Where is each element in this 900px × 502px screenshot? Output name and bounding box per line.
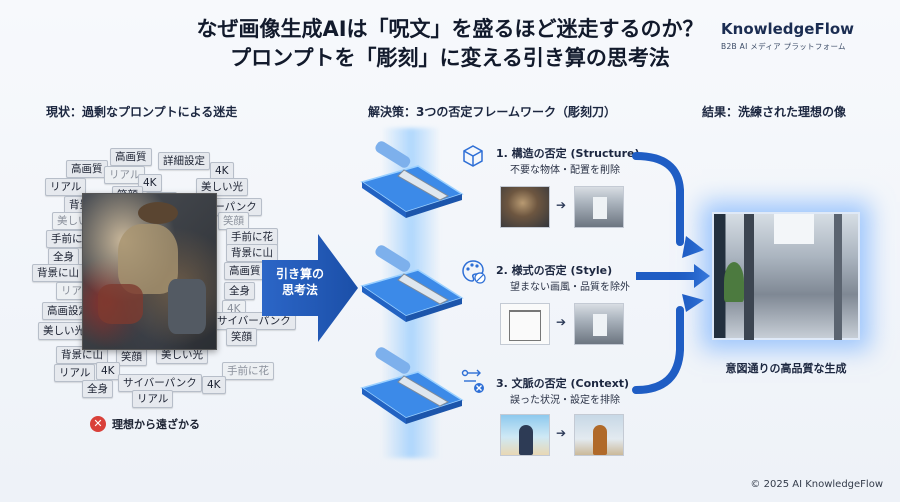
right-column-heading: 結果：洗練された理想の像 [702,105,847,119]
chisel-plate-context-icon [360,347,464,424]
prompt-tag: 全身 [224,282,255,300]
prompt-tag: サイバーパンク [212,312,296,330]
big-arrow-label: 引き算の 思考法 [270,266,330,298]
before-thumbnail [500,303,550,345]
row-2-title: 2. 様式の否定 (Style) [496,264,613,277]
prompt-tag: 高画質 [110,148,152,166]
flow-icon [461,369,484,393]
prompt-tag: 4K [96,362,120,380]
prompt-tag: 美しい光 [38,322,90,340]
result-image [712,212,860,340]
before-thumbnail [500,414,550,456]
small-arrow-icon: ➔ [556,315,567,329]
reject-text: 理想から遠ざかる [112,418,200,431]
prompt-tag: 4K [210,162,234,180]
after-thumbnail [574,414,624,456]
small-arrow-icon: ➔ [556,426,567,440]
prompt-tag: 背景に山 [32,264,84,282]
result-caption: 意図通りの高品質な生成 [725,362,847,375]
prompt-tag: 詳細設定 [158,152,210,170]
row-1-subtitle: 不要な物体・配置を削除 [510,165,620,176]
prompt-tag: 笑顔 [116,348,147,366]
title-line-2: プロンプトを「彫刻」に変える引き算の思考法 [230,46,670,70]
brand-subtitle: B2B AI メディア プラットフォーム [721,42,846,51]
small-arrow-icon: ➔ [556,198,567,212]
prompt-tag: リアル [104,166,146,184]
prompt-tag: 背景に山 [226,244,278,262]
title-line-1: なぜ画像生成AIは「呪文」を盛るほど迷走するのか？ [196,17,704,41]
prompt-tag: 全身 [82,380,113,398]
palette-icon [462,260,486,284]
middle-column-heading: 解決策：3つの否定フレームワーク（彫刻刀） [368,105,616,119]
prompt-tag: 笑顔 [226,328,257,346]
prompt-tag: 手前に花 [226,228,278,246]
row-3-title: 3. 文脈の否定 (Context) [496,377,630,390]
after-thumbnail [574,303,624,345]
prompt-tag: 4K [202,376,226,394]
row-1-title: 1. 構造の否定 (Structure) [496,147,640,160]
row-3-subtitle: 誤った状況・設定を排除 [510,395,620,406]
copyright: © 2025 AI KnowledgeFlow [750,479,883,490]
reject-icon: ✕ [90,416,106,432]
brand-logo: KnowledgeFlow B2B AI メディア プラットフォーム [721,20,854,52]
prompt-tag: サイバーパンク [118,374,202,392]
prompt-tag: 手前に花 [222,362,274,380]
converge-arrows [632,152,710,394]
page-title: なぜ画像生成AIは「呪文」を盛るほど迷走するのか？ プロンプトを「彫刻」に変える… [0,16,900,72]
prompt-tag: リアル [45,178,87,196]
chaotic-image [82,193,217,350]
cube-icon [463,145,483,167]
left-column-heading: 現状：過剰なプロンプトによる迷走 [46,105,238,119]
reject-note: ✕ 理想から遠ざかる [90,416,200,432]
prompt-tag: 高画質 [66,160,108,178]
prompt-tag: 美しい光 [196,178,248,196]
big-arrow-icon [262,234,358,342]
prompt-tag: 高画質 [224,262,266,280]
row-2-subtitle: 望まない画風・品質を除外 [510,282,630,293]
big-arrow-label-line-1: 引き算の [275,267,324,281]
before-thumbnail [500,186,550,228]
chisel-plate-structure-icon [360,141,464,218]
brand-name: KnowledgeFlow [721,20,854,38]
prompt-tag: 4K [138,174,162,192]
chisel-plate-style-icon [360,245,464,322]
prompt-tag: 高画設定 [42,302,94,320]
after-thumbnail [574,186,624,228]
big-arrow-label-line-2: 思考法 [281,283,318,297]
prompt-tag: リアル [54,364,96,382]
prompt-tag: リアル [132,390,174,408]
